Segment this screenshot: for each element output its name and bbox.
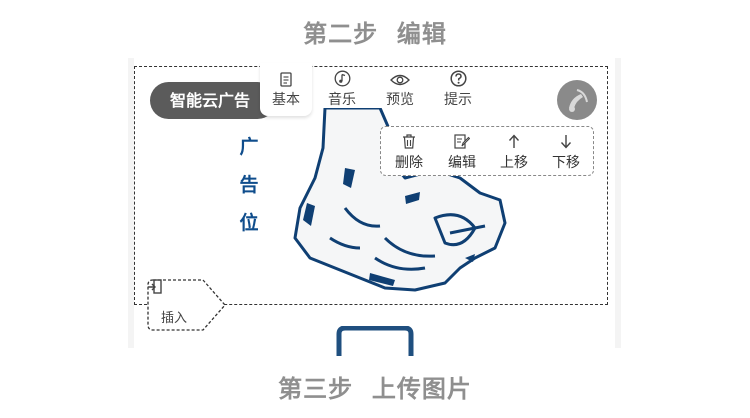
top-toolbar: 基本 音乐 预览 提示 [260, 63, 490, 116]
toolbar-music-button[interactable]: 音乐 [316, 63, 368, 116]
toolbar-preview-label: 预览 [386, 92, 414, 108]
move-down-button[interactable]: 下移 [541, 130, 591, 172]
insert-icon [148, 279, 162, 294]
move-up-button[interactable]: 上移 [489, 130, 539, 172]
question-circle-icon [449, 70, 467, 87]
toolbar-basic-label: 基本 [272, 92, 300, 108]
delete-button[interactable]: 删除 [384, 130, 434, 172]
arrow-down-icon [560, 134, 572, 149]
trash-icon [403, 133, 415, 149]
module-edit-toolbar: 删除 编辑 上移 下移 [380, 126, 594, 176]
insert-module-button[interactable]: 插入 [147, 279, 227, 333]
edit-button[interactable]: 编辑 [437, 130, 487, 172]
pointing-hand-illustration [293, 108, 507, 292]
banner-char: 位 [239, 212, 259, 234]
toolbar-basic-button[interactable]: 基本 [260, 63, 312, 116]
toolbar-music-label: 音乐 [328, 92, 356, 108]
move-up-label: 上移 [500, 155, 528, 171]
toolbar-tips-label: 提示 [444, 92, 472, 108]
step-title-edit: 第二步 编辑 [303, 20, 447, 48]
edit-icon [454, 133, 470, 149]
music-avatar-button[interactable] [557, 80, 597, 120]
music-disc-icon [569, 89, 588, 112]
banner-vertical-text: 广 告 位 [236, 128, 262, 242]
delete-label: 删除 [395, 155, 423, 171]
app-name-pill: 智能云广告 [150, 82, 276, 119]
toolbar-tips-button[interactable]: 提示 [432, 63, 484, 116]
step-title-upload: 第三步 上传图片 [278, 375, 472, 403]
arrow-up-icon [508, 133, 520, 148]
toolbar-preview-button[interactable]: 预览 [374, 63, 426, 116]
selected-module-outline[interactable] [134, 66, 608, 305]
move-down-label: 下移 [552, 155, 580, 171]
document-icon [280, 72, 292, 87]
music-note-icon [334, 70, 350, 87]
insert-tab-outline [147, 279, 226, 331]
banner-char: 广 [239, 136, 259, 158]
eye-icon [390, 74, 410, 86]
phone-icon [336, 326, 414, 356]
insert-label: 插入 [161, 311, 188, 326]
edit-label: 编辑 [448, 155, 476, 171]
banner-char: 告 [239, 174, 259, 196]
